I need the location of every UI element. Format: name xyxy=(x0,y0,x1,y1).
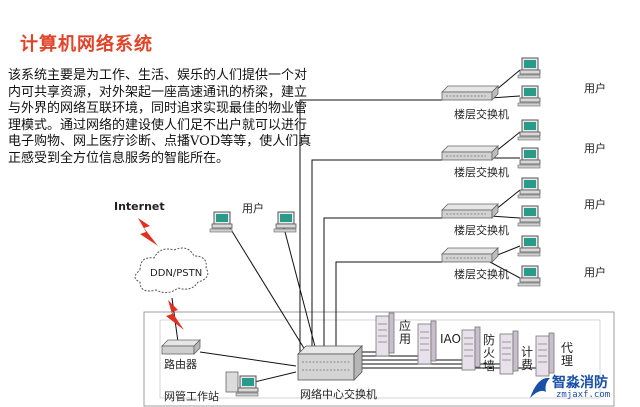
server-billing-label: 计费 xyxy=(520,345,533,372)
ddn-label: DDN/PSTN xyxy=(150,268,203,279)
pc-icon xyxy=(517,265,541,287)
user-label: 用户 xyxy=(584,198,606,211)
pc-icon xyxy=(517,147,541,169)
floor-switch-label: 楼层交换机 xyxy=(454,108,509,121)
router-label: 路由器 xyxy=(164,358,197,371)
user-label: 用户 xyxy=(584,82,606,95)
floor-switch-label: 楼层交换机 xyxy=(454,268,509,281)
mgmt-station-label: 网管工作站 xyxy=(164,390,219,403)
server-proxy-label: 代理 xyxy=(560,341,573,368)
server-icon xyxy=(461,326,481,371)
floor-switch-label: 楼层交换机 xyxy=(454,166,509,179)
user-label: 用户 xyxy=(584,266,606,279)
description-text: 该系统主要是为工作、生活、娱乐的人们提供一个对内可共享资源，对外架起一座高速通讯… xyxy=(8,68,312,166)
pc-icon xyxy=(517,57,541,79)
core-switch-icon xyxy=(297,345,363,381)
user-label: 用户 xyxy=(242,202,264,215)
pc-icon xyxy=(209,211,233,233)
pc-icon xyxy=(517,119,541,141)
server-iao-label: IAO xyxy=(440,332,461,346)
floor-switch-icon xyxy=(441,247,499,263)
server-app-label: 应用 xyxy=(398,319,411,346)
floor-switch-icon xyxy=(441,203,499,219)
watermark-url: zmjaxf.com xyxy=(556,390,611,400)
internet-label: Internet xyxy=(114,200,165,213)
pc-icon xyxy=(517,205,541,227)
watermark-name: 智淼消防 xyxy=(552,375,608,391)
pc-icon xyxy=(517,235,541,257)
server-room-border xyxy=(143,311,615,407)
lightning-icon xyxy=(138,218,158,246)
watermark-logo-icon xyxy=(530,377,550,398)
server-icon xyxy=(499,330,519,375)
page-title: 计算机网络系统 xyxy=(20,34,153,55)
floor-switch-label: 楼层交换机 xyxy=(454,224,509,237)
floor-switch-icon xyxy=(441,145,499,161)
user-label: 用户 xyxy=(584,142,606,155)
pc-icon xyxy=(517,177,541,199)
pc-icon xyxy=(517,85,541,107)
router-icon xyxy=(161,339,201,355)
server-firewall-label: 防火墙 xyxy=(482,333,495,373)
lightning-icon xyxy=(166,300,184,330)
core-switch-label: 网络中心交换机 xyxy=(300,388,377,401)
server-icon xyxy=(417,320,437,365)
floor-switch-icon xyxy=(441,85,499,101)
server-icon xyxy=(375,312,395,357)
ddn-cloud xyxy=(134,247,209,294)
workstation-icon xyxy=(225,371,259,397)
pc-icon xyxy=(273,211,297,233)
